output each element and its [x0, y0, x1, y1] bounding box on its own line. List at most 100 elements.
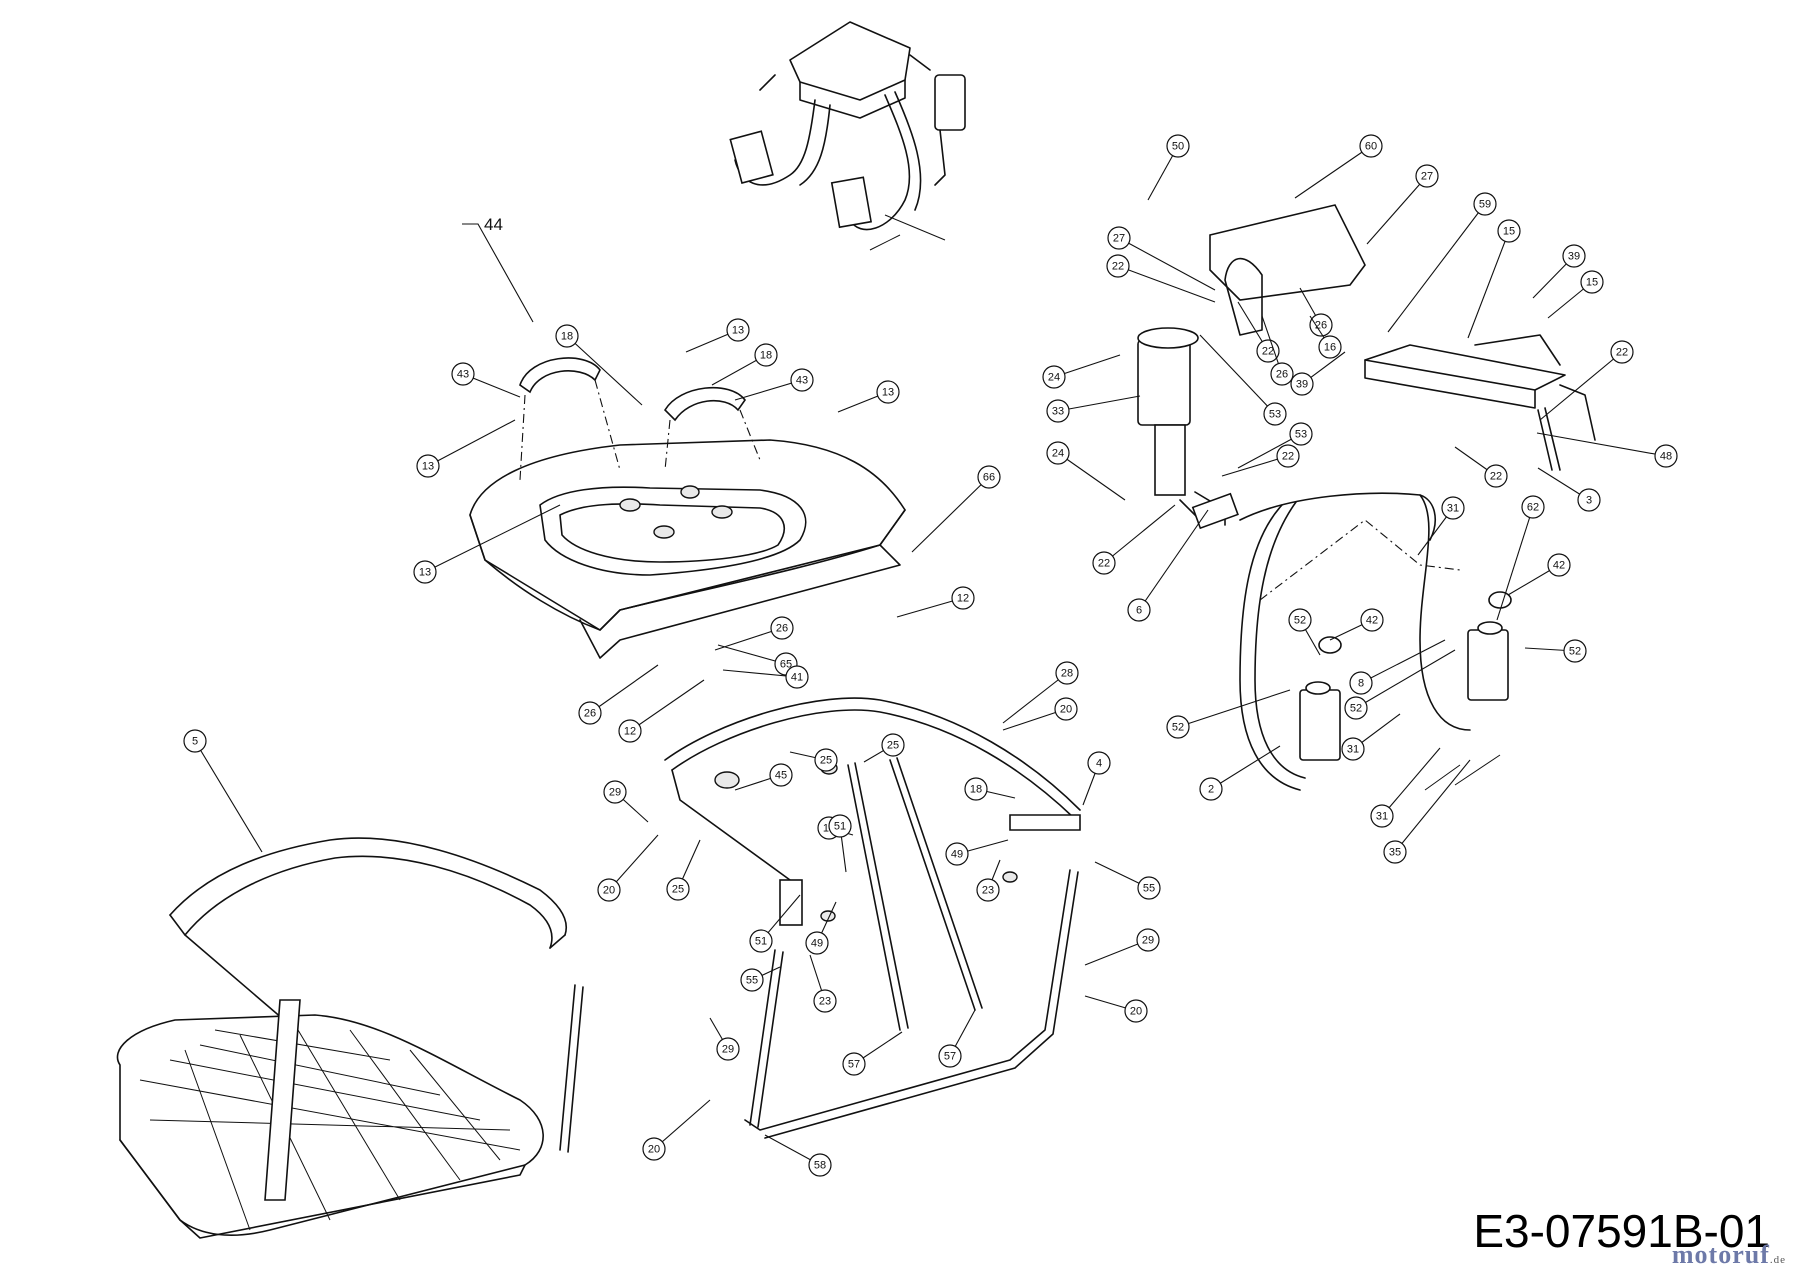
callout-leader [1467, 230, 1510, 339]
callout-circle [1341, 737, 1365, 761]
callout-39: 39 [1290, 351, 1346, 396]
callout-circle [1359, 134, 1383, 158]
callout-circle [416, 454, 440, 478]
callout-circle [790, 368, 814, 392]
callout-62: 62 [1496, 495, 1545, 621]
callout-leader [1199, 334, 1276, 415]
drawing-code: E3-07591B-01 [1473, 1205, 1770, 1257]
callout-number: 18 [561, 331, 573, 343]
callout-number: 65 [780, 659, 792, 671]
callout-number: 50 [1172, 141, 1184, 153]
callout-12: 12 [618, 679, 705, 743]
callout-number: 27 [1421, 171, 1433, 183]
callout-leader [1210, 745, 1281, 790]
callout-45: 45 [734, 763, 793, 791]
callout-circle [666, 877, 690, 901]
callout-number: 2 [1208, 784, 1214, 796]
callout-25: 25 [863, 733, 905, 763]
callout-circle [808, 1153, 832, 1177]
callout-circle [1610, 340, 1634, 364]
callout-number: 62 [1527, 502, 1539, 514]
callout-circle [1107, 226, 1131, 250]
callout-13: 13 [416, 419, 516, 478]
callout-number: 5 [192, 736, 198, 748]
callout-circle [1290, 372, 1314, 396]
callout-circle [1318, 335, 1342, 359]
callout-circle [1344, 696, 1368, 720]
callout-number: 52 [1569, 646, 1581, 658]
callout-51: 51 [828, 814, 852, 873]
callout-52: 52 [1288, 608, 1321, 656]
callout-leader [608, 834, 659, 891]
callout-circle [828, 814, 852, 838]
callout-leader [1381, 747, 1441, 817]
callout-43: 43 [451, 362, 521, 398]
callout-41: 41 [722, 665, 809, 689]
callout-number: 52 [1294, 615, 1306, 627]
callout-circle [740, 968, 764, 992]
callout-15: 15 [1467, 219, 1521, 339]
callout-number: 53 [1295, 429, 1307, 441]
callout-number: 45 [775, 770, 787, 782]
callout-number: 22 [1490, 471, 1502, 483]
callout-29: 29 [603, 780, 649, 823]
callout-leader [722, 669, 798, 678]
callout-66: 66 [911, 465, 1001, 553]
callout-27: 27 [1107, 226, 1216, 291]
callout-2: 2 [1199, 745, 1281, 801]
callout-circle [951, 586, 975, 610]
callout-number: 28 [1061, 668, 1073, 680]
callout-number: 27 [1113, 233, 1125, 245]
callout-leader [1138, 509, 1209, 611]
callout-3: 3 [1537, 467, 1601, 512]
callout-number: 4 [1096, 758, 1102, 770]
callout-number: 29 [722, 1044, 734, 1056]
right-assembly [1137, 204, 1596, 791]
callout-circle [1349, 671, 1373, 695]
callout-circle [618, 719, 642, 743]
callout-number: 23 [982, 885, 994, 897]
callout-leader [1177, 689, 1291, 728]
callout-circle [1166, 134, 1190, 158]
callout-leader [1294, 145, 1372, 199]
callout-number: 60 [1365, 141, 1377, 153]
callout-48: 48 [1536, 432, 1678, 468]
callout-number: 25 [887, 740, 899, 752]
callout-20: 20 [1002, 697, 1078, 731]
callout-circle [1370, 804, 1394, 828]
callout-circle [769, 763, 793, 787]
callout-29: 29 [1084, 928, 1160, 966]
callout-circle [716, 1037, 740, 1061]
callout-circle [1136, 928, 1160, 952]
callout-circle [1046, 441, 1070, 465]
callout-number: 13 [882, 387, 894, 399]
callout-number: 18 [970, 784, 982, 796]
callout-circle [770, 616, 794, 640]
callout-leader [1360, 639, 1446, 684]
callout-leader [1355, 649, 1456, 709]
callout-leader [1387, 203, 1486, 333]
callout-leader [1118, 237, 1216, 291]
callout-number: 8 [1358, 678, 1364, 690]
callout-circle [881, 733, 905, 757]
callout-circle [1166, 715, 1190, 739]
callout-number: 48 [1660, 451, 1672, 463]
callout-51: 51 [749, 894, 801, 953]
callout-number: 24 [1052, 448, 1064, 460]
callout-leader [717, 644, 787, 665]
seat-frame [664, 697, 1081, 1139]
callout-number: 13 [419, 567, 431, 579]
callout-circle [785, 665, 809, 689]
callout-number: 22 [1262, 346, 1274, 358]
callout-number: 26 [776, 623, 788, 635]
callout-31: 31 [1370, 747, 1441, 828]
callout-number: 20 [1130, 1006, 1142, 1018]
callout-circle [945, 842, 969, 866]
callout-18: 18 [555, 324, 643, 406]
callout-number: 43 [457, 369, 469, 381]
callout-leader [629, 679, 705, 732]
callout-leader [653, 1099, 711, 1150]
callout-number: 51 [834, 821, 846, 833]
